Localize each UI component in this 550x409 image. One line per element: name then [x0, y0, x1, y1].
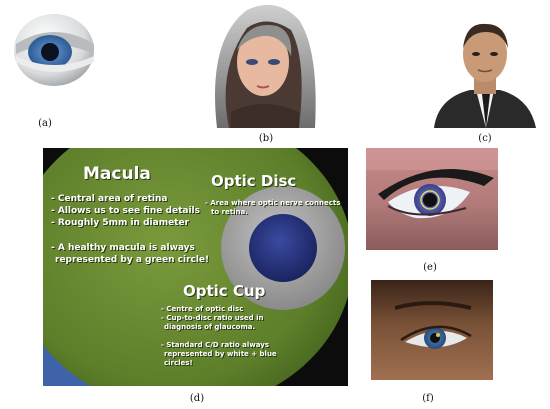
male-avatar-illustration: [434, 23, 536, 128]
optic-cup-point: - Cup-to-disc ratio used in: [161, 314, 264, 322]
caption-e: (e): [423, 262, 437, 273]
optic-cup-title: Optic Cup: [183, 282, 266, 300]
macula-note: - A healthy macula is always: [51, 243, 195, 253]
caption-b: (b): [258, 133, 274, 144]
panel-d-retina-diagram: Macula - Central area of retina - Allows…: [43, 148, 348, 386]
panel-a-eyeball-model: [10, 10, 100, 90]
panel-e-eye-closeup: [366, 148, 498, 250]
macula-point: - Roughly 5mm in diameter: [51, 218, 190, 228]
female-avatar-illustration: [215, 4, 316, 128]
eye-closeup-illustration: [366, 148, 498, 250]
caption-a: (a): [38, 118, 52, 129]
macula-point: - Central area of retina: [51, 194, 168, 204]
optic-cup-point: represented by white + blue: [164, 350, 277, 358]
caption-d: (d): [189, 393, 205, 404]
panel-b-female-avatar: [207, 0, 319, 128]
optic-disc-point: to retina.: [211, 208, 248, 216]
optic-cup-point: diagnosis of glaucoma.: [164, 323, 256, 331]
macula-title: Macula: [83, 164, 151, 184]
caption-f: (f): [422, 393, 434, 404]
eyeball-model-illustration: [14, 14, 94, 86]
optic-cup-point: - Standard C/D ratio always: [161, 341, 270, 349]
optic-disc-title: Optic Disc: [211, 172, 297, 190]
caption-c: (c): [478, 133, 492, 144]
panel-f-eye-closeup: [371, 280, 493, 380]
eye-closeup-illustration-f: [371, 280, 493, 380]
optic-cup-point: - Centre of optic disc: [161, 305, 244, 313]
macula-note: represented by a green circle!: [55, 255, 210, 265]
panel-c-male-avatar: [424, 10, 544, 128]
optic-disc-point: - Area where optic nerve connects: [205, 199, 341, 207]
retina-background-illustration: [43, 148, 348, 386]
macula-point: - Allows us to see fine details: [51, 206, 200, 216]
optic-cup-point: circles!: [164, 359, 193, 367]
